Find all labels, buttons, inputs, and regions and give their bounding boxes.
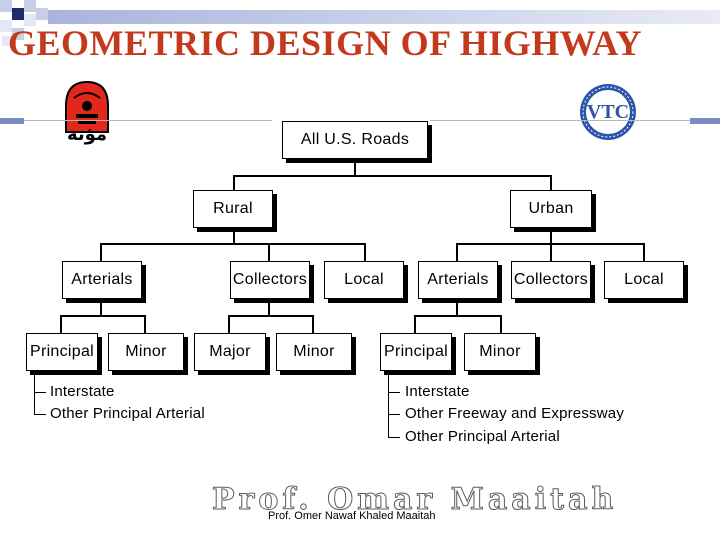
connector-line — [364, 243, 366, 261]
connector-line — [312, 315, 314, 333]
node-rural-minor: Minor — [108, 333, 184, 371]
university-logo-text: مؤتة — [66, 124, 108, 145]
corner-square — [2, 36, 12, 46]
node-urban-arterials: Arterials — [418, 261, 498, 299]
header-divider — [430, 120, 690, 121]
rural-list-item: Interstate — [50, 383, 115, 400]
watermark-signature: Prof. Omar Maaitah — [211, 482, 618, 518]
list-bracket — [34, 414, 46, 415]
node-rural-major: Major — [194, 333, 266, 371]
connector-line — [550, 175, 552, 190]
connector-line — [60, 315, 146, 317]
list-bracket — [34, 372, 35, 414]
list-bracket — [388, 372, 389, 438]
node-rural-principal: Principal — [26, 333, 98, 371]
connector-line — [414, 315, 416, 333]
slide-title: GEOMETRIC DESIGN OF HIGHWAY — [8, 23, 642, 63]
corner-square — [24, 0, 36, 12]
connector-line — [456, 243, 458, 261]
university-logo: مؤتة — [52, 74, 122, 148]
corner-square — [0, 20, 12, 32]
accent-bar-right — [690, 118, 720, 124]
node-urban: Urban — [510, 190, 592, 228]
connector-line — [233, 175, 551, 177]
slide-credit: Prof. Omer Nawaf Khaled Maaitah — [268, 510, 436, 522]
corner-square — [12, 28, 24, 40]
rural-list-item: Other Principal Arterial — [50, 405, 205, 422]
connector-line — [100, 243, 102, 261]
connector-line — [228, 315, 314, 317]
vtc-logo-text: VTC — [586, 101, 630, 123]
node-all-us-roads: All U.S. Roads — [282, 121, 428, 159]
connector-line — [550, 243, 552, 261]
header-divider — [24, 120, 272, 121]
title-underline-bar — [48, 10, 720, 24]
node-rural-arterials: Arterials — [62, 261, 142, 299]
connector-line — [233, 175, 235, 190]
connector-line — [100, 243, 366, 245]
list-bracket — [34, 392, 46, 393]
corner-square — [12, 8, 24, 20]
node-urban-principal: Principal — [380, 333, 452, 371]
list-bracket — [388, 437, 400, 438]
connector-line — [268, 243, 270, 261]
list-bracket — [388, 392, 400, 393]
vtc-logo: VTC — [578, 82, 638, 142]
connector-line — [100, 299, 102, 316]
node-urban-collectors: Collectors — [511, 261, 591, 299]
connector-line — [228, 315, 230, 333]
connector-line — [60, 315, 62, 333]
connector-line — [550, 228, 552, 244]
connector-line — [144, 315, 146, 333]
connector-line — [233, 228, 235, 244]
node-rural-collector-minor: Minor — [276, 333, 352, 371]
connector-line — [456, 299, 458, 316]
corner-square — [24, 14, 36, 26]
connector-line — [643, 243, 645, 261]
node-rural-local: Local — [324, 261, 404, 299]
node-urban-local: Local — [604, 261, 684, 299]
urban-list-item: Interstate — [405, 383, 470, 400]
list-bracket — [388, 414, 400, 415]
connector-line — [354, 159, 356, 176]
connector-line — [500, 315, 502, 333]
connector-line — [268, 299, 270, 316]
connector-line — [414, 315, 502, 317]
node-rural-collectors: Collectors — [230, 261, 310, 299]
accent-bar-left — [0, 118, 24, 124]
node-rural: Rural — [193, 190, 273, 228]
corner-square — [0, 0, 12, 12]
urban-list-item: Other Freeway and Expressway — [405, 405, 625, 422]
urban-list-item: Other Principal Arterial — [405, 428, 560, 445]
corner-square — [36, 8, 48, 20]
node-urban-minor: Minor — [464, 333, 536, 371]
